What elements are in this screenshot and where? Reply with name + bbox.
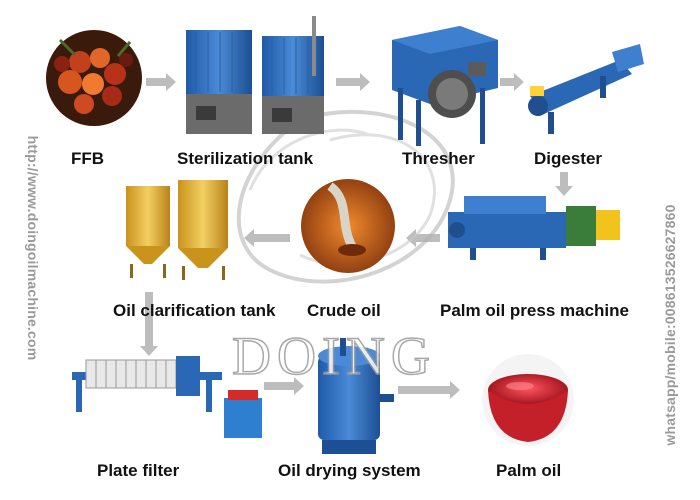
label-palm-oil-press-machine: Palm oil press machine — [440, 301, 629, 320]
press-machine-image — [448, 196, 620, 260]
plate-filter-image — [72, 356, 262, 438]
ffb-image — [46, 30, 142, 126]
arrow-press-to-crude — [406, 229, 440, 247]
contact-phone-text: whatsapp/mobile:008613526627860 — [662, 204, 678, 446]
digester-image — [528, 44, 644, 134]
arrow-crude-to-clarification — [244, 229, 290, 247]
label-crude-oil: Crude oil — [307, 301, 381, 320]
arrow-drying-to-palm-oil — [398, 381, 460, 399]
crude-oil-image — [301, 179, 395, 273]
website-url-text: http://www.doingoilmachine.com — [25, 135, 41, 361]
arrow-digester-to-press — [555, 172, 573, 196]
thresher-image — [392, 26, 498, 146]
clarification-tank-image — [126, 180, 228, 280]
label-digester: Digester — [534, 149, 603, 168]
arrow-filter-to-drying — [264, 377, 304, 395]
drying-system-image — [318, 338, 394, 454]
label-oil-drying-system: Oil drying system — [278, 461, 421, 480]
label-plate-filter: Plate filter — [97, 461, 180, 480]
arrow-ffb-to-sterilization — [146, 73, 176, 91]
palm-oil-image — [482, 354, 574, 446]
arrow-sterilization-to-thresher — [336, 73, 370, 91]
arrow-clarification-to-filter — [140, 292, 158, 356]
sterilization-tank-image — [186, 16, 324, 134]
arrow-thresher-to-digester — [500, 73, 524, 91]
label-sterilization-tank: Sterilization tank — [177, 149, 314, 168]
watermark-text: DOING — [231, 325, 436, 387]
label-oil-clarification-tank: Oil clarification tank — [113, 301, 276, 320]
label-palm-oil: Palm oil — [496, 461, 562, 480]
label-ffb: FFB — [71, 149, 105, 168]
label-thresher: Thresher — [402, 149, 475, 168]
